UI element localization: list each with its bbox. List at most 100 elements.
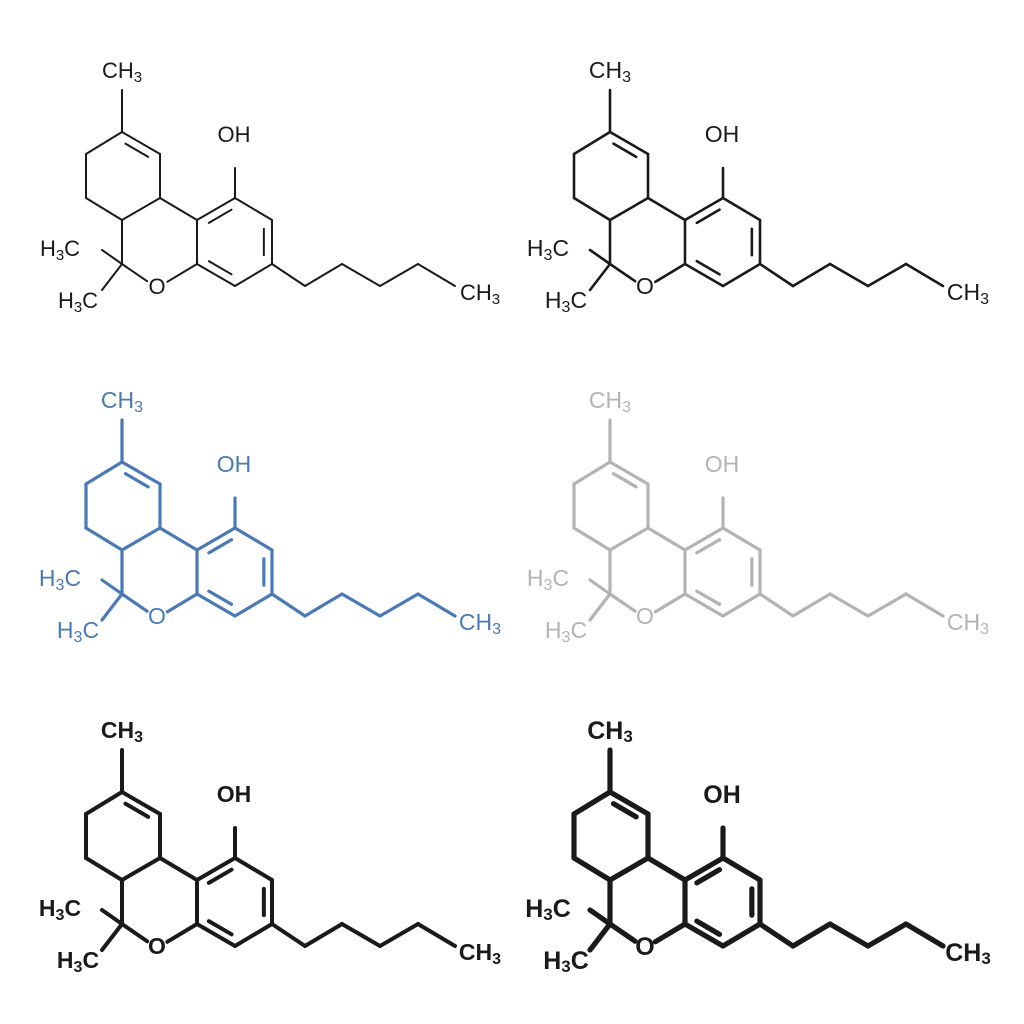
bond [904,592,945,618]
bond [84,460,124,486]
double-bond-inner [695,208,721,225]
bond [904,262,945,288]
double-bond-inner [206,867,234,885]
bond [85,197,123,221]
bond [84,526,124,552]
methyl-label: CH3​ [102,58,142,86]
bond [572,196,612,222]
terminal-methyl-label: CH3​ [945,939,991,969]
gem-methyl-label: H3​C [525,895,571,925]
bond [790,921,833,949]
bond [608,592,637,613]
gem-methyl-label: H3​C [57,947,99,976]
bond [572,130,612,156]
bond [608,262,637,283]
bond [165,592,199,614]
terminal-methyl-label: CH3​ [460,280,500,308]
bond [101,263,123,291]
bond [758,592,795,618]
gem-methyl-label: H3​C [545,287,587,316]
bond [653,592,687,614]
bond [101,249,123,265]
bond [120,460,162,486]
methyl-label: CH3​ [101,387,143,416]
bond [158,526,199,552]
bond [683,262,725,288]
terminal-methyl-label: CH3​ [459,609,501,638]
bond [195,856,237,882]
bond [416,592,457,618]
methyl-label: CH3​ [101,717,143,746]
bond [417,263,456,287]
bond [120,592,149,613]
bond [720,855,763,883]
bond [100,578,124,596]
bond [828,592,870,618]
bond [828,262,870,288]
double-bond-inner [206,919,234,937]
bond [721,526,762,552]
bond [100,922,124,952]
bond [720,921,763,949]
bond [234,197,273,221]
bond [587,921,613,953]
bond [270,592,307,618]
bond [721,262,762,288]
gem-methyl-label: H3​C [40,236,80,264]
bond [721,592,762,618]
gem-methyl-label: H3​C [545,617,587,646]
bond [100,592,124,622]
ring-oxygen-label: O [636,273,654,299]
bond [646,196,687,222]
bond [233,922,274,948]
double-bond-inner [611,472,638,489]
bond [340,922,382,948]
bond [120,526,162,552]
bond [652,921,688,945]
bond [587,907,613,927]
bond [120,856,162,882]
bond [233,856,274,882]
hydroxyl-label: OH [217,451,252,477]
gem-methyl-label: H3​C [527,235,569,264]
double-bond-inner [695,259,721,276]
double-bond-inner [695,589,722,606]
ring-oxygen-label: O [635,933,654,961]
bond [416,922,457,948]
bond [121,263,149,283]
bond [865,921,909,949]
bond [866,592,908,618]
bond [682,921,726,949]
terminal-methyl-label: CH3​ [947,609,989,638]
double-bond-inner [694,918,723,937]
bond [378,592,420,618]
bond [120,790,162,816]
bond [608,526,650,552]
bond [608,130,650,156]
bond [791,592,832,618]
bond [85,131,123,155]
bond [645,855,688,883]
bond [588,592,612,622]
bond [653,262,687,284]
hydroxyl-label: OH [703,781,741,809]
bond [165,922,199,944]
double-bond-inner [207,208,233,224]
terminal-methyl-label: CH3​ [947,279,989,308]
bond [721,196,762,222]
bond [121,131,161,155]
bond [196,263,236,287]
bond [234,263,273,287]
ring-oxygen-label: O [148,274,165,299]
double-bond-inner [207,589,234,606]
gem-methyl-label: H3​C [57,617,99,646]
bond [791,262,832,288]
bond [683,196,725,222]
bond [571,855,613,883]
bond [646,526,687,552]
